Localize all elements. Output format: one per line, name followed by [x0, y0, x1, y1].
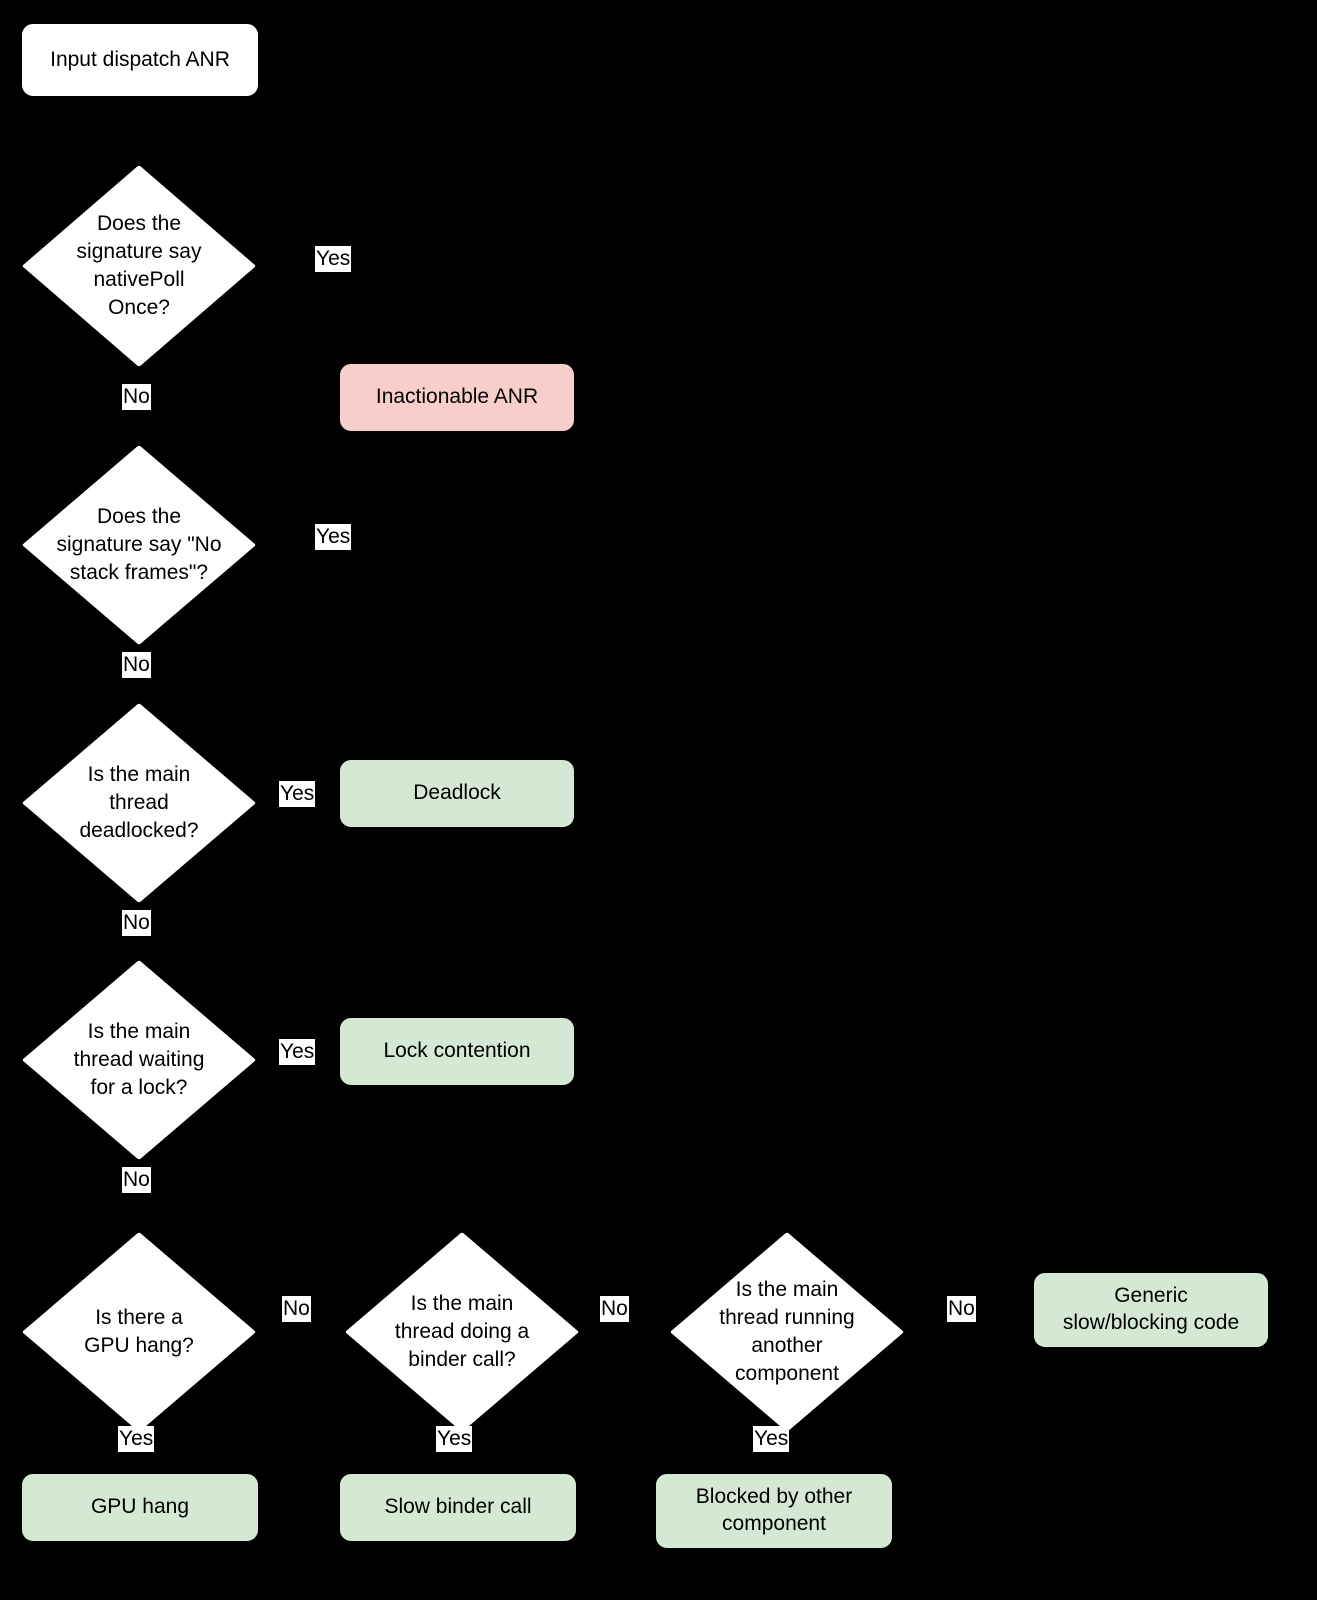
node-result-deadlock[interactable]: Deadlock — [339, 759, 575, 828]
edge-gpu-hang-yes — [138, 1432, 140, 1496]
node-result-lock-contention-label: Lock contention — [383, 1039, 531, 1063]
node-decision-gpu-hang[interactable]: Is there a GPU hang? — [22, 1232, 256, 1432]
edge-label-deadlocked-no: No — [122, 910, 151, 937]
diamond-shape — [22, 703, 256, 903]
edge-label-waiting-lock-no: No — [122, 1167, 151, 1194]
node-result-generic-slow-blocking-code[interactable]: Generic slow/blocking code — [1033, 1272, 1269, 1348]
diamond-shape — [670, 1232, 904, 1432]
edge-waiting-lock-no — [138, 1160, 140, 1232]
node-result-inactionable-anr-label: Inactionable ANR — [375, 385, 539, 409]
diamond-shape — [22, 960, 256, 1160]
node-decision-no-stack-frames[interactable]: Does the signature say "No stack frames"… — [22, 445, 256, 645]
node-result-blocked-by-other-component-label: Blocked by other component — [695, 1485, 853, 1535]
edge-nativepoll-yes-down — [456, 265, 458, 363]
edge-label-nostackframes-yes: Yes — [315, 524, 352, 551]
edge-label-gpu-hang-no: No — [282, 1296, 311, 1323]
node-result-gpu-hang-label: GPU hang — [90, 1495, 190, 1519]
edge-start-to-nativepoll — [138, 97, 140, 165]
node-start-input-dispatch-anr[interactable]: Input dispatch ANR — [21, 23, 259, 97]
node-result-deadlock-label: Deadlock — [413, 781, 501, 805]
edge-label-binder-call-no: No — [600, 1296, 629, 1323]
edge-binder-call-yes — [456, 1432, 458, 1496]
node-result-inactionable-anr[interactable]: Inactionable ANR — [339, 363, 575, 432]
diamond-shape — [22, 445, 256, 645]
diamond-shape — [22, 165, 256, 367]
edge-label-nostackframes-no: No — [122, 652, 151, 679]
edge-label-other-component-no: No — [947, 1296, 976, 1323]
edge-label-nativepoll-no: No — [122, 384, 151, 411]
edge-label-gpu-hang-yes: Yes — [118, 1426, 155, 1453]
diamond-shape — [22, 1232, 256, 1432]
node-result-generic-slow-blocking-code-label: Generic slow/blocking code — [1062, 1284, 1240, 1334]
edge-label-other-component-yes: Yes — [753, 1426, 790, 1453]
node-decision-main-thread-waiting-lock[interactable]: Is the main thread waiting for a lock? — [22, 960, 256, 1160]
node-result-slow-binder-call[interactable]: Slow binder call — [339, 1473, 577, 1542]
node-result-gpu-hang[interactable]: GPU hang — [21, 1473, 259, 1542]
node-decision-running-another-component[interactable]: Is the main thread running another compo… — [670, 1232, 904, 1432]
edge-label-binder-call-yes: Yes — [436, 1426, 473, 1453]
node-result-slow-binder-call-label: Slow binder call — [384, 1495, 532, 1519]
edge-label-waiting-lock-yes: Yes — [279, 1039, 316, 1066]
node-result-lock-contention[interactable]: Lock contention — [339, 1017, 575, 1086]
node-result-blocked-by-other-component[interactable]: Blocked by other component — [655, 1473, 893, 1549]
node-decision-main-thread-deadlocked[interactable]: Is the main thread deadlocked? — [22, 703, 256, 903]
edge-label-deadlocked-yes: Yes — [279, 781, 316, 808]
edge-label-nativepoll-yes: Yes — [315, 246, 352, 273]
diamond-shape — [345, 1232, 579, 1432]
node-decision-nativepoll-once[interactable]: Does the signature say nativePoll Once? — [22, 165, 256, 367]
node-start-label: Input dispatch ANR — [50, 47, 230, 71]
edge-nostackframes-yes — [256, 543, 458, 545]
node-decision-binder-call[interactable]: Is the main thread doing a binder call? — [345, 1232, 579, 1432]
edge-other-component-yes — [772, 1432, 774, 1496]
edge-nativepoll-yes — [256, 265, 458, 267]
